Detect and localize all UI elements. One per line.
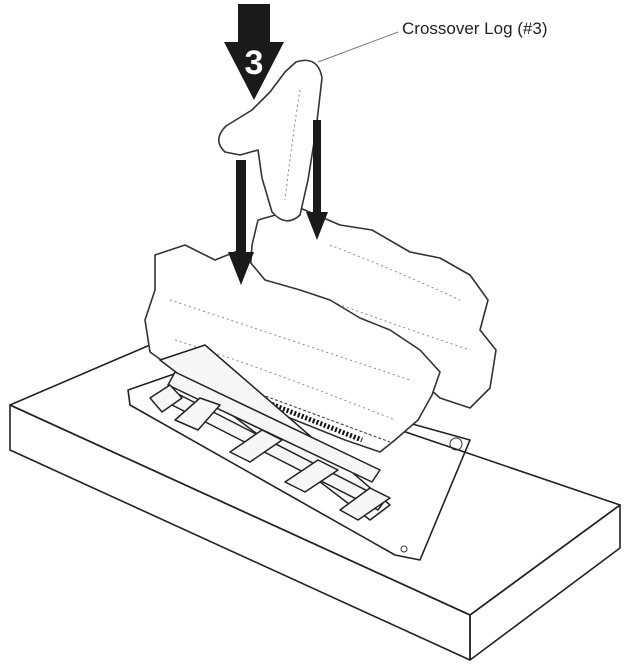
step-number: 3: [245, 44, 264, 82]
crossover-log: [217, 59, 323, 222]
placement-arrows: [228, 120, 328, 285]
base-plate: [9, 344, 621, 661]
crossover-log-callout-label: Crossover Log (#3): [402, 19, 548, 38]
grate: [149, 344, 391, 521]
step-3-arrow-icon: 3: [224, 4, 284, 100]
callout-leader-line: [317, 31, 399, 63]
